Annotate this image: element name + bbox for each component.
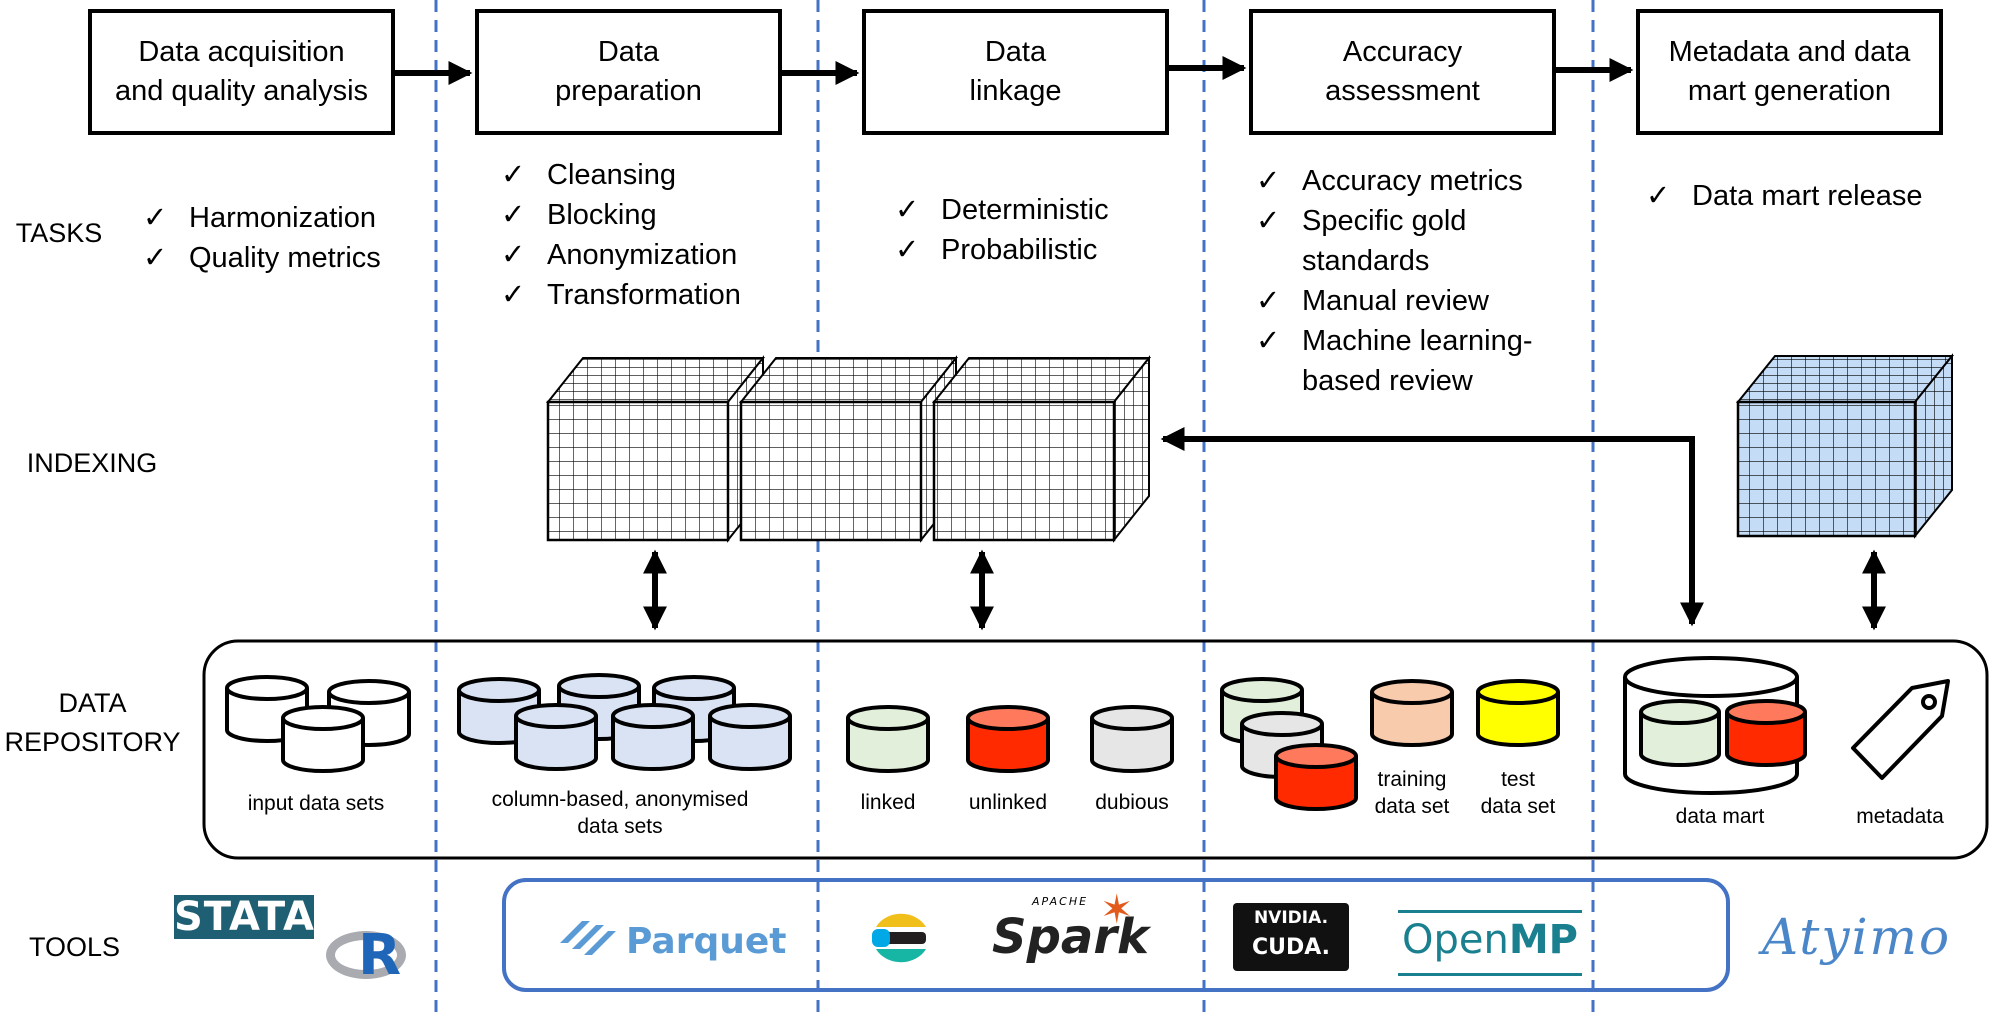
caption-anonymised-data-sets: column-based, anonymised data sets	[491, 788, 749, 839]
stage-data-linkage: Data linkage	[862, 9, 1169, 135]
check-icon: ✓	[501, 279, 526, 311]
task-item: ✓Cleansing	[501, 155, 741, 195]
task-item: ✓Transformation	[501, 275, 741, 315]
row-label-data-repository: DATA REPOSITORY	[4, 688, 181, 758]
check-icon: ✓	[1646, 180, 1671, 212]
check-icon: ✓	[1256, 165, 1281, 197]
caption-unlinked: unlinked	[968, 791, 1048, 814]
check-icon: ✓	[143, 202, 168, 234]
tasks-metadata: ✓Data mart release	[1646, 176, 1923, 216]
check-icon: ✓	[895, 194, 920, 226]
task-item: ✓Data mart release	[1646, 176, 1923, 216]
spark-star-icon: ✶	[1100, 888, 1134, 932]
dubious-data-set	[1090, 705, 1174, 773]
test-data-set	[1476, 679, 1560, 747]
gold-standard-data-sets	[1220, 677, 1358, 811]
index-cube	[931, 355, 1152, 543]
row-label-indexing: INDEXING	[26, 448, 158, 478]
task-item: ✓Blocking	[501, 195, 741, 235]
check-icon: ✓	[895, 234, 920, 266]
openmp-label-mp: MP	[1508, 917, 1578, 963]
atyimo-logo: Atyimo	[1762, 908, 1952, 966]
r-logo: R	[326, 923, 414, 988]
linked-data-set	[846, 705, 930, 773]
caption-data-mart: data mart	[1675, 805, 1765, 828]
task-item: ✓Machine learning-	[1256, 321, 1533, 361]
check-icon: ✓	[1256, 285, 1281, 317]
tag-icon	[1851, 679, 1950, 780]
index-cube	[545, 355, 766, 543]
caption-input-data-sets: input data sets	[247, 792, 385, 815]
data-mart-cube	[1735, 353, 1955, 539]
openmp-logo: OpenMP	[1398, 910, 1582, 976]
check-icon: ✓	[1256, 325, 1281, 357]
stage-data-preparation: Data preparation	[475, 9, 782, 135]
data-mart	[1623, 656, 1807, 795]
task-item: ✓Deterministic	[895, 190, 1109, 230]
tasks-accuracy: ✓Accuracy metrics ✓Specific gold standar…	[1256, 161, 1533, 401]
caption-training: training data set	[1374, 768, 1450, 819]
task-item: ✓Anonymization	[501, 235, 741, 275]
tasks-acquisition: ✓Harmonization ✓Quality metrics	[143, 198, 381, 278]
parquet-label: Parquet	[626, 920, 787, 962]
spark-label: Spark	[992, 909, 1149, 965]
nvidia-label: NVIDIA.	[1253, 908, 1329, 928]
stage-data-acquisition: Data acquisition and quality analysis	[88, 9, 395, 135]
anonymised-data-sets	[457, 673, 792, 771]
stage-metadata-generation: Metadata and data mart generation	[1636, 9, 1943, 135]
r-logo-ring	[326, 931, 406, 979]
unlinked-data-set	[966, 705, 1050, 773]
task-item: based review	[1302, 365, 1473, 397]
feedback-arrow	[1160, 427, 1704, 627]
caption-metadata: metadata	[1856, 805, 1944, 828]
task-item: ✓Harmonization	[143, 198, 381, 238]
elastic-icon	[872, 913, 926, 963]
index-cube	[738, 355, 959, 543]
task-item: ✓Specific gold	[1256, 201, 1533, 241]
r-logo-letter: R	[358, 923, 402, 988]
row-label-tools: TOOLS	[28, 932, 121, 962]
check-icon: ✓	[143, 242, 168, 274]
parquet-logo: Parquet	[560, 916, 787, 966]
training-data-set	[1370, 679, 1454, 747]
cuda-label: CUDA.	[1251, 935, 1331, 960]
spark-apache-label: APACHE	[1032, 895, 1089, 908]
tasks-linkage: ✓Deterministic ✓Probabilistic	[895, 190, 1109, 270]
task-item: standards	[1302, 245, 1430, 277]
caption-dubious: dubious	[1095, 791, 1169, 814]
parquet-icon	[560, 921, 616, 955]
check-icon: ✓	[501, 199, 526, 231]
task-item: ✓Manual review	[1256, 281, 1533, 321]
task-item: ✓Accuracy metrics	[1256, 161, 1533, 201]
openmp-label-open: Open	[1402, 917, 1509, 963]
stata-logo: STATA	[174, 894, 315, 940]
check-icon: ✓	[501, 159, 526, 191]
spark-logo: APACHE Spark ✶	[992, 888, 1149, 975]
check-icon: ✓	[501, 239, 526, 271]
stage-arrows	[395, 56, 1634, 85]
tasks-preparation: ✓Cleansing ✓Blocking ✓Anonymization ✓Tra…	[501, 155, 741, 315]
elastic-logo	[868, 905, 934, 971]
nvidia-cuda-logo: NVIDIA. CUDA.	[1233, 903, 1349, 971]
data-repository-frame	[202, 639, 1989, 860]
task-item: ✓Probabilistic	[895, 230, 1109, 270]
caption-linked: linked	[860, 791, 916, 814]
tools-frame	[502, 878, 1730, 992]
caption-test: test data set	[1480, 768, 1556, 819]
row-label-tasks: TASKS	[15, 218, 103, 248]
stage-accuracy-assessment: Accuracy assessment	[1249, 9, 1556, 135]
indexing-arrows	[643, 427, 1886, 631]
task-item: ✓Quality metrics	[143, 238, 381, 278]
input-data-sets	[225, 675, 411, 773]
check-icon: ✓	[1256, 205, 1281, 237]
